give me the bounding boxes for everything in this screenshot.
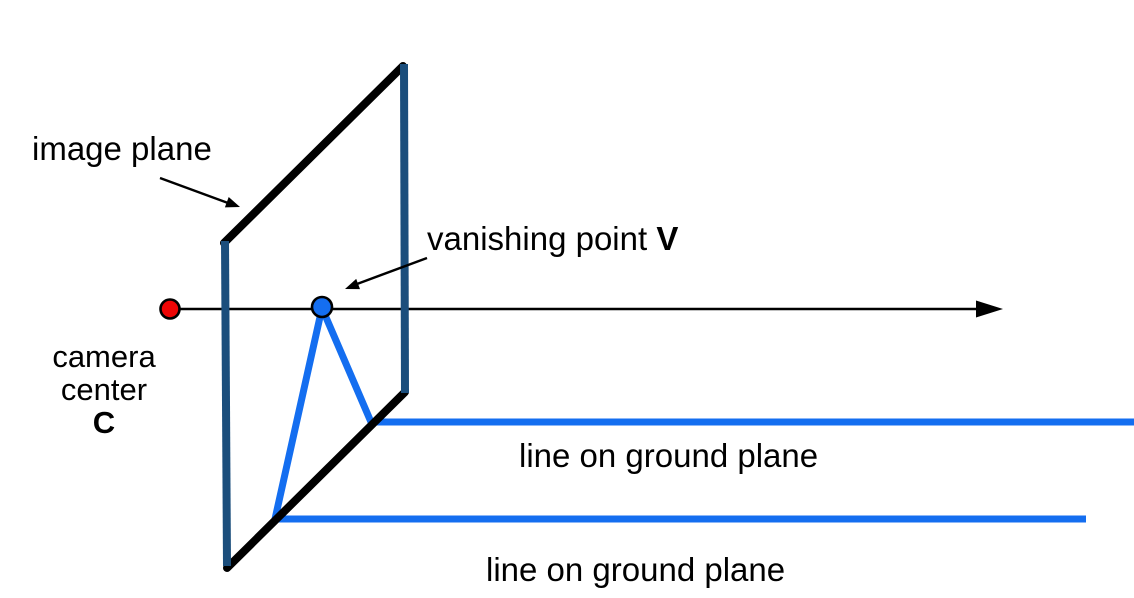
projection-ray-to-lower-line bbox=[271, 304, 326, 523]
image-plane-bottom-edge bbox=[223, 388, 409, 572]
image-plane-label: image plane bbox=[32, 130, 212, 167]
image-plane-right-edge bbox=[400, 63, 409, 394]
vanishing-point-symbol: V bbox=[656, 220, 679, 257]
camera-center-dot bbox=[159, 298, 181, 320]
camera-center-label: camera center C bbox=[24, 340, 184, 439]
vanishing-point-dot bbox=[310, 295, 334, 319]
image-plane-left-edge bbox=[221, 240, 231, 567]
vanishing-point-callout-arrowhead-icon bbox=[345, 278, 360, 290]
image-plane-callout-line bbox=[159, 176, 229, 205]
projection-ray-to-upper-line bbox=[318, 304, 375, 426]
vanishing-point-callout-line bbox=[356, 256, 428, 286]
image-plane-top-edge bbox=[220, 62, 407, 247]
vanishing-point-label-text: vanishing point bbox=[427, 220, 648, 257]
camera-center-label-line2: center bbox=[60, 372, 148, 407]
vanishing-point-label: vanishing point V bbox=[427, 220, 679, 257]
image-plane-callout-arrowhead-icon bbox=[224, 197, 240, 208]
ground-line-lower-label: line on ground plane bbox=[486, 551, 786, 588]
camera-center-label-line1: camera bbox=[52, 339, 156, 374]
ground-line-upper-label: line on ground plane bbox=[519, 437, 819, 474]
camera-center-symbol: C bbox=[92, 405, 116, 440]
optical-axis-arrowhead-icon bbox=[976, 300, 1003, 318]
